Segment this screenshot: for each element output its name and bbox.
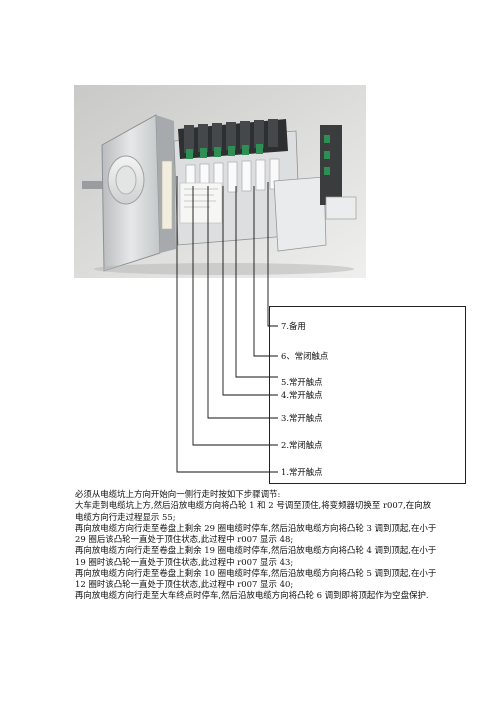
instruction-step-2: 再向放电缆方向行走至卷盘上剩余 29 圈电缆时停车,然后沿放电缆方向将凸轮 3 … [75,522,437,544]
instruction-text: 必须从电缆坑上方向开始向一侧行走时按如下步骤调节: 大车走到电缆坑上方,然后沿放… [75,489,437,602]
contact-label-3: 3.常开触点 [281,413,323,423]
contact-label-5: 5.常开触点 [281,377,323,387]
cam-switch-photo [74,85,366,278]
contact-label-2: 2.常闭触点 [281,440,323,450]
instruction-step-5: 再向放电缆方向行走至大车终点时停车,然后沿放电缆方向将凸轮 6 调到即将顶起作为… [75,590,429,601]
contact-label-4: 4.常开触点 [281,390,323,400]
instruction-intro: 必须从电缆坑上方向开始向一侧行走时按如下步骤调节: [75,489,281,499]
contact-label-1: 1.常开触点 [281,467,323,477]
contact-legend-box [269,306,466,484]
contact-label-7: 7.备用 [281,321,306,331]
instruction-step-3: 再向放电缆方向行走至卷盘上剩余 19 圈电缆时停车,然后沿放电缆方向将凸轮 4 … [75,545,437,567]
instruction-step-4: 再向放电缆方向行走至卷盘上剩余 10 圈电缆时停车,然后沿放电缆方向将凸轮 5 … [75,567,437,589]
instruction-step-1: 大车走到电缆坑上方,然后沿放电缆方向将凸轮 1 和 2 号调至顶住,将变频器切换… [75,500,432,522]
contact-label-6: 6、常闭触点 [281,351,329,361]
